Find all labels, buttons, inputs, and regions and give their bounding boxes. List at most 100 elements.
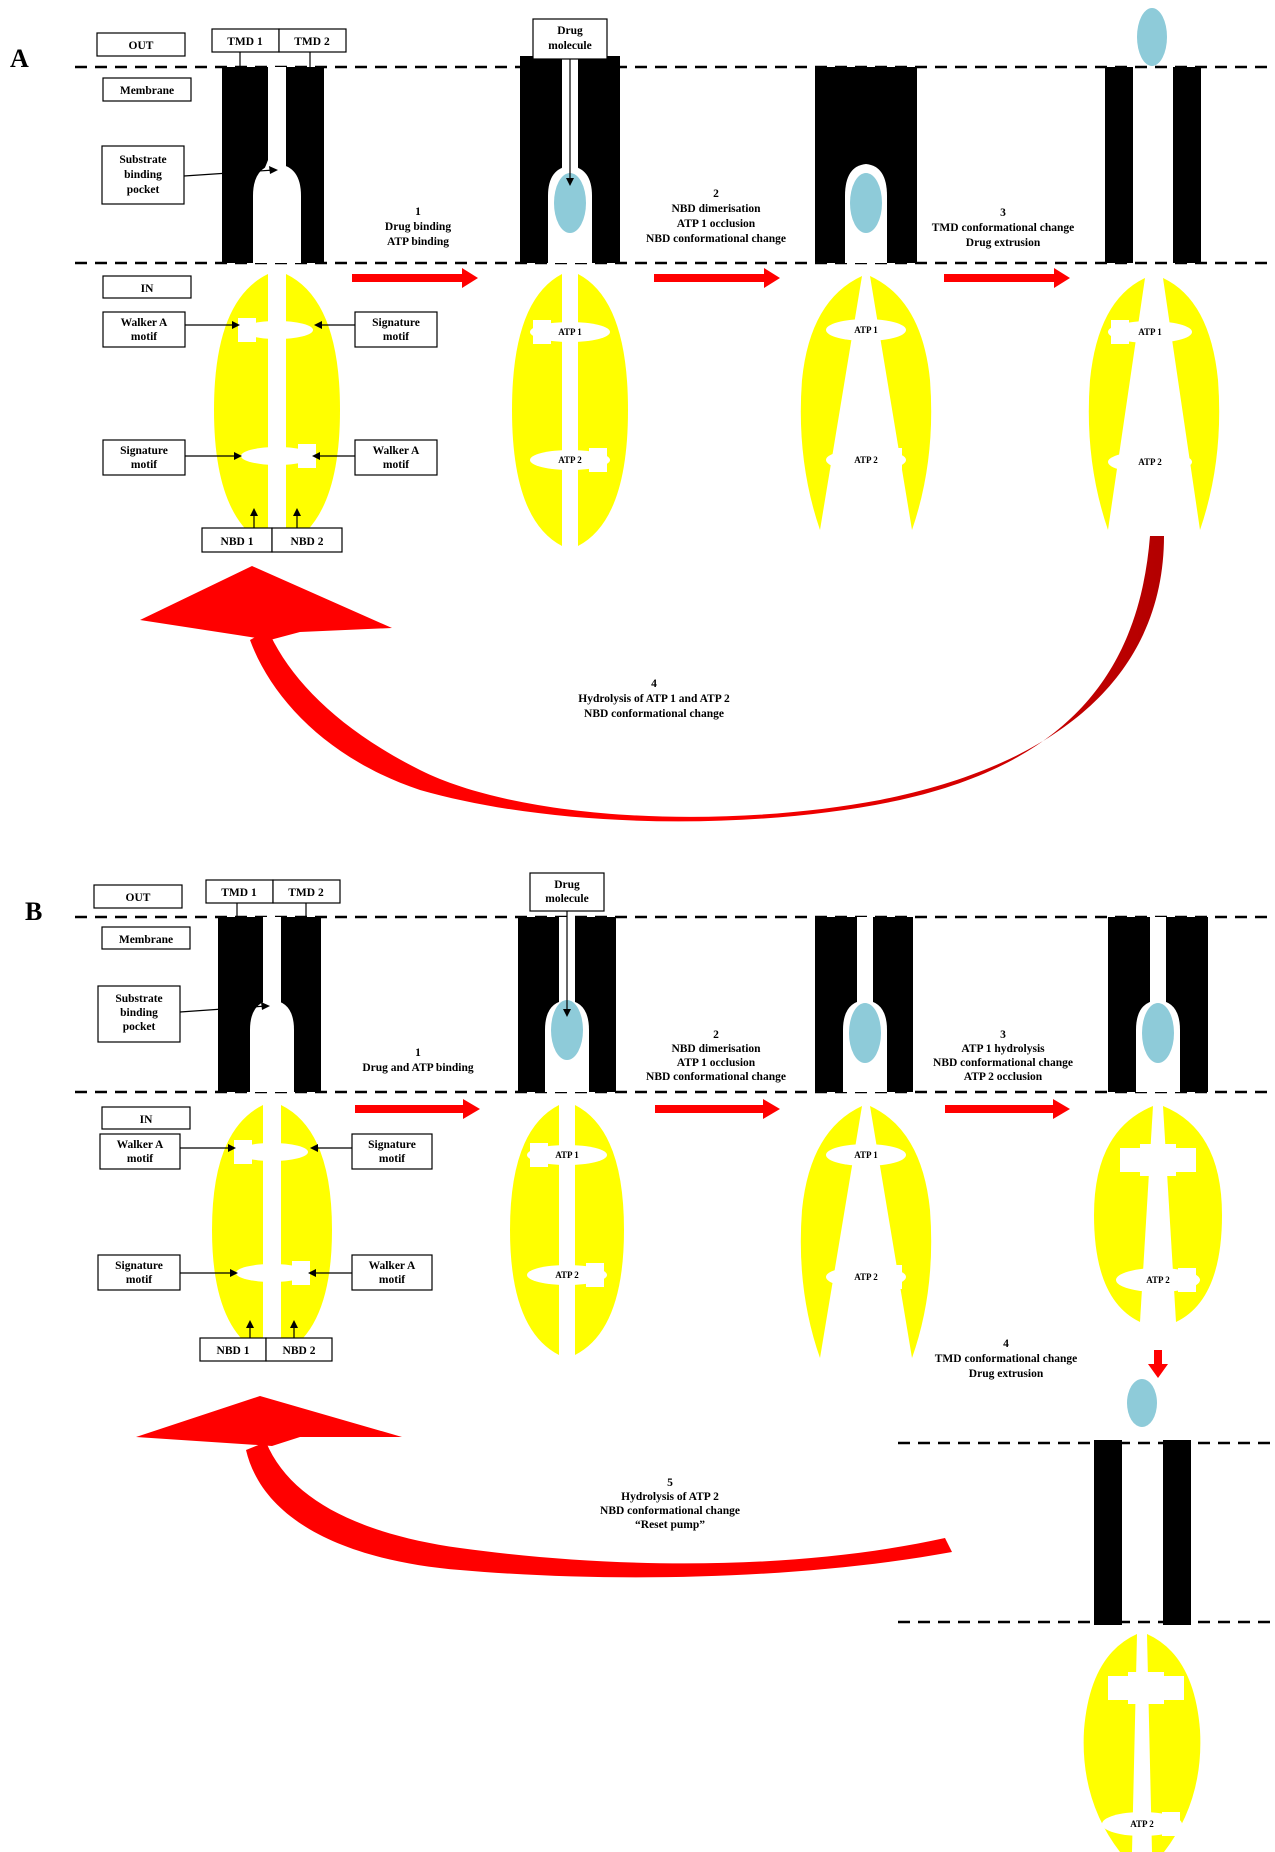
atp2-label: ATP 2 [555, 1270, 579, 1280]
substrate-pocket-line-1: Substrate [119, 154, 166, 166]
substrate-pocket-line-3: pocket [127, 184, 160, 196]
atp1-label: ATP 1 [1138, 327, 1162, 337]
step-b5-line-2: NBD conformational change [600, 1505, 740, 1517]
step-a3-line-1: TMD conformational change [932, 222, 1074, 234]
nbd2 [1163, 278, 1219, 530]
step-a1-line-2: ATP binding [387, 236, 449, 248]
drug-molecule [1142, 1003, 1174, 1063]
nbd1 [1089, 278, 1145, 530]
atp-notch [589, 448, 607, 472]
step-b5-line-1: Hydrolysis of ATP 2 [621, 1491, 719, 1503]
transporter-b4: ATP 2 [1094, 917, 1222, 1322]
atp-site-1-notch [1140, 1144, 1176, 1176]
nbd1 [801, 276, 862, 530]
step-a4-line-2: NBD conformational change [584, 708, 724, 720]
atp2-label: ATP 2 [1138, 457, 1162, 467]
signature-2-line-2: motif [131, 459, 157, 471]
step-b5-line-3: “Reset pump” [635, 1519, 705, 1531]
membrane-label: Membrane [120, 85, 174, 97]
tmd1-label: TMD 1 [221, 887, 257, 899]
walker-a-1-line-2: motif [131, 331, 157, 343]
in-label: IN [140, 1114, 153, 1126]
drug-molecule [850, 173, 882, 233]
atp-notch [1178, 1268, 1196, 1292]
step-a2-line-3: NBD conformational change [646, 233, 786, 245]
atp2-label: ATP 2 [1130, 1819, 1154, 1829]
step-b3-number: 3 [1000, 1029, 1006, 1041]
nbd2 [870, 276, 931, 530]
step-arrow-1 [352, 268, 478, 288]
nbd1 [510, 1105, 559, 1355]
transporter-a3: ATP 1 ATP 2 [801, 67, 931, 530]
tmd-pair [222, 67, 324, 263]
transporter-b1 [212, 917, 332, 1355]
step-a3-number: 3 [1000, 207, 1006, 219]
in-label: IN [141, 283, 154, 295]
step-a2-line-2: ATP 1 occlusion [677, 218, 756, 230]
step-b5-number: 5 [667, 1477, 673, 1489]
nbd1 [512, 274, 562, 546]
step-b2-line-1: NBD dimerisation [671, 1043, 761, 1055]
drug-molecule [1137, 8, 1167, 66]
signature-1-line-1: Signature [368, 1139, 416, 1151]
tmd1-block [1094, 1440, 1122, 1625]
drug-molecule [1127, 1379, 1157, 1427]
step-arrow-2 [654, 268, 780, 288]
atp-notch [884, 448, 902, 472]
step-b3-line-3: ATP 2 occlusion [964, 1071, 1043, 1083]
step-a4-line-1: Hydrolysis of ATP 1 and ATP 2 [578, 693, 730, 705]
signature-2-line-1: Signature [120, 445, 168, 457]
atp2-label: ATP 2 [854, 1272, 878, 1282]
nbd2 [286, 274, 340, 546]
atp-notch [533, 320, 551, 344]
panel-b-letter: B [25, 897, 42, 926]
walker-a-2-line-1: Walker A [369, 1260, 416, 1272]
substrate-pocket [253, 164, 301, 263]
nbd2 [870, 1106, 931, 1358]
transporter-a4: ATP 1 ATP 2 [1089, 8, 1219, 530]
step-b4-line-2: Drug extrusion [969, 1368, 1044, 1380]
transporter-b3: ATP 1 ATP 2 [801, 917, 931, 1358]
atp2-label: ATP 2 [558, 455, 582, 465]
atp1-label: ATP 1 [558, 327, 582, 337]
transporter-b5: ATP 2 [898, 1379, 1275, 1852]
atp2-label: ATP 2 [1146, 1275, 1170, 1285]
walker-a-notch [292, 1261, 310, 1285]
panel-b: B OUT Membrane IN TMD 1 TMD 2 Substrate [25, 873, 1275, 1852]
walker-a-notch [238, 318, 256, 342]
return-arrow-a-body [250, 536, 1164, 821]
step-arrow-3 [944, 268, 1070, 288]
walker-a-1-line-2: motif [127, 1153, 153, 1165]
signature-1-line-1: Signature [372, 317, 420, 329]
atp-site-1-notch [1128, 1672, 1164, 1704]
tmd2-label: TMD 2 [288, 887, 324, 899]
drug-molecule-line-1: Drug [554, 879, 580, 891]
transporter-a1 [214, 67, 340, 546]
nbd2-label: NBD 2 [283, 1345, 316, 1357]
drug-molecule-line-2: molecule [548, 40, 591, 52]
walker-a-2-line-2: motif [383, 459, 409, 471]
out-label: OUT [126, 892, 151, 904]
step-arrow-1 [355, 1099, 480, 1119]
drug-molecule-line-2: molecule [545, 893, 588, 905]
signature-2-line-2: motif [126, 1274, 152, 1286]
atp2-label: ATP 2 [854, 455, 878, 465]
tmd2-block [1163, 1440, 1191, 1625]
nbd2 [281, 1105, 332, 1355]
step-arrow-4 [1148, 1350, 1168, 1378]
atp-notch [1170, 450, 1188, 474]
atp-notch [1162, 1812, 1180, 1836]
step-b2-line-3: NBD conformational change [646, 1071, 786, 1083]
drug-molecule [849, 1003, 881, 1063]
step-b1-number: 1 [415, 1047, 421, 1059]
step-b2-number: 2 [713, 1029, 719, 1041]
step-a4-number: 4 [651, 678, 657, 690]
atp1-label: ATP 1 [854, 1150, 878, 1160]
tmd1-label: TMD 1 [227, 36, 263, 48]
out-label: OUT [129, 40, 154, 52]
step-b3-line-1: ATP 1 hydrolysis [961, 1043, 1045, 1055]
signature-1-line-2: motif [383, 331, 409, 343]
tmd1-block [1105, 67, 1133, 263]
walker-a-notch [234, 1140, 252, 1164]
